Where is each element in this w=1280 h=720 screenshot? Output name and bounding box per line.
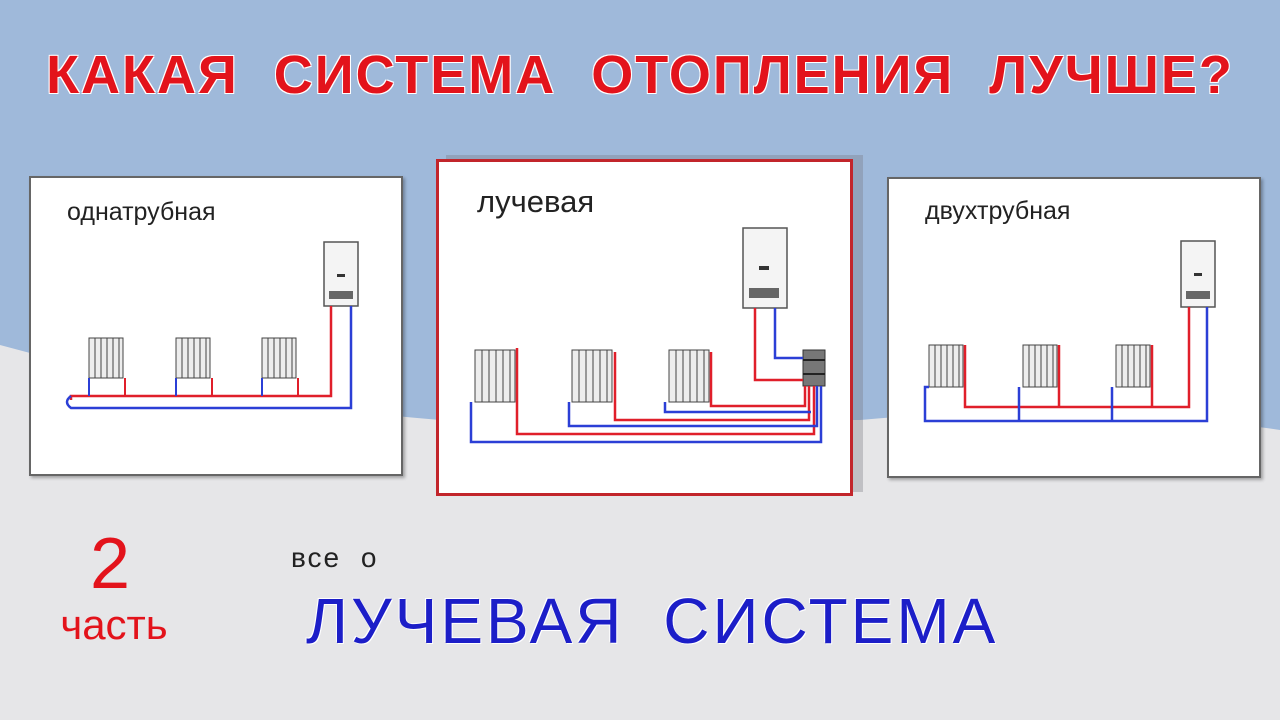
boiler-icon	[1180, 240, 1216, 308]
manifold-icon	[802, 349, 826, 387]
radiator-icon	[668, 349, 710, 403]
radiator-icon	[1022, 344, 1058, 388]
panel-label-radial: лучевая	[477, 184, 595, 219]
radial-diagram	[469, 227, 826, 444]
hot-pipe	[963, 307, 1191, 409]
two-pipe-diagram	[923, 240, 1216, 423]
cold-pipe	[663, 402, 811, 414]
radiator-icon	[88, 337, 124, 379]
part-number: 2	[89, 524, 131, 604]
hot-pipe	[613, 352, 811, 422]
panel-label-two-pipe: двухтрубная	[925, 197, 1071, 225]
main-title: КАКАЯ СИСТЕМА ОТОПЛЕНИЯ ЛУЧШЕ?	[46, 45, 1234, 105]
boiler-icon	[323, 241, 359, 307]
boiler-icon	[742, 227, 788, 309]
hot-pipe	[515, 348, 816, 436]
single-pipe-diagram	[65, 241, 359, 410]
part-label: часть	[60, 601, 168, 648]
about-label: все о	[291, 542, 379, 573]
cold-pipe	[923, 307, 1209, 423]
cold-pipe	[65, 306, 353, 410]
radiator-icon	[571, 349, 613, 403]
radiator-icon	[261, 337, 297, 379]
cold-pipe	[469, 386, 823, 444]
subtitle: ЛУЧЕВАЯ СИСТЕМА	[306, 585, 999, 657]
hot-pipe	[709, 352, 807, 408]
panel-label-single-pipe: однатрубная	[67, 198, 216, 226]
panel-single-pipe[interactable]: однатрубная	[29, 176, 403, 476]
hot-pipe	[753, 308, 803, 382]
hot-pipe	[69, 306, 333, 400]
radiator-icon	[1115, 344, 1151, 388]
radiator-icon	[928, 344, 964, 388]
radiator-icon	[474, 349, 516, 403]
cold-pipe	[773, 308, 803, 360]
panel-radial[interactable]: лучевая	[436, 159, 853, 496]
cold-pipe	[567, 386, 819, 428]
panel-two-pipe[interactable]: двухтрубная	[887, 177, 1261, 478]
radiator-icon	[175, 337, 211, 379]
